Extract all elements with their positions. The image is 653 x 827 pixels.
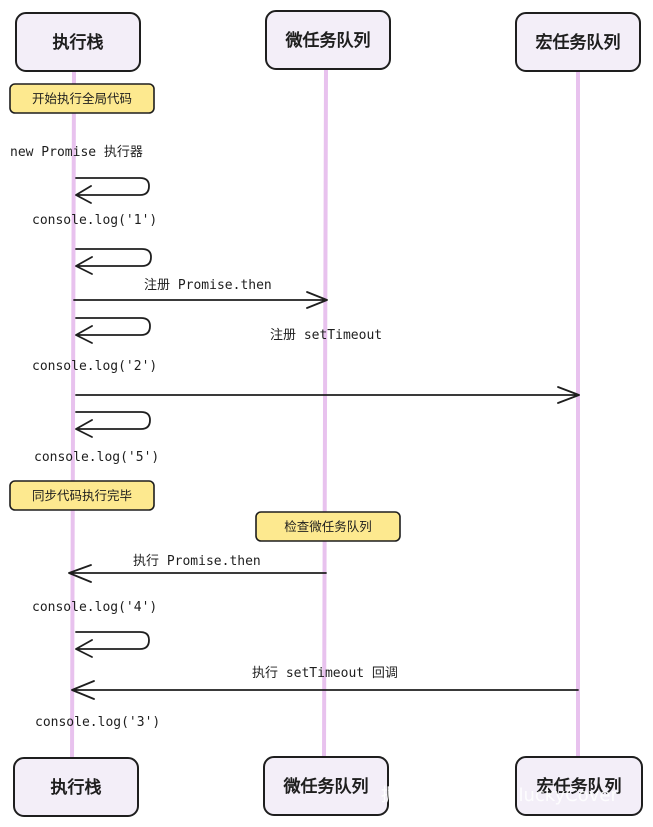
note-sync-done: 同步代码执行完毕 [9,480,155,511]
note-sync-done-label: 同步代码执行完毕 [32,488,132,503]
msg-register-timeout-label: 注册 setTimeout [270,328,382,343]
msg-log4-label: console.log('4') [32,600,157,615]
msg-log1-label: console.log('1') [32,213,157,228]
actor-macro-bottom-label: 宏任务队列 [537,776,622,797]
arrow-exec-then [68,564,327,583]
arrow-register-then [73,291,328,309]
note-check-micro: 检查微任务队列 [255,511,401,542]
lifeline-micro [322,66,328,762]
self-arrow-log4 [75,631,150,658]
msg-log2-label: console.log('2') [32,359,157,374]
actor-stack-bottom-label: 执行栈 [51,777,102,798]
msg-exec-timeout-label: 执行 setTimeout 回调 [252,666,398,681]
actor-macro-top-label: 宏任务队列 [536,32,621,53]
arrow-register-timeout [75,386,580,404]
actor-micro-bottom-label: 微任务队列 [283,776,369,797]
note-check-micro-label: 检查微任务队列 [284,519,372,534]
self-arrow-log2 [75,411,151,438]
self-arrow-after-then [75,317,151,344]
actor-stack-top-label: 执行栈 [53,32,104,53]
msg-log5-label: console.log('5') [34,450,159,465]
note-start: 开始执行全局代码 [9,83,155,114]
actor-macro-top: 宏任务队列 [515,12,641,72]
actor-stack-top: 执行栈 [15,12,141,72]
msg-exec-then-label: 执行 Promise.then [133,554,261,569]
actor-micro-top: 微任务队列 [265,10,391,70]
lifeline-stack [70,68,76,764]
self-arrow-new-promise [75,177,150,204]
actor-macro-bottom: 宏任务队列 [515,756,643,816]
msg-register-then-label: 注册 Promise.then [144,278,272,293]
watermark: 掘金技术社区 @ luckyCover [381,785,618,806]
actor-stack-bottom: 执行栈 [13,757,139,817]
self-arrow-log1 [75,248,152,275]
msg-log3-label: console.log('3') [35,715,160,730]
actor-micro-top-label: 微任务队列 [285,30,371,51]
actor-micro-bottom: 微任务队列 [263,756,389,816]
msg-new-promise-label: new Promise 执行器 [10,145,143,160]
arrow-exec-timeout [71,680,579,700]
note-start-label: 开始执行全局代码 [32,91,132,106]
